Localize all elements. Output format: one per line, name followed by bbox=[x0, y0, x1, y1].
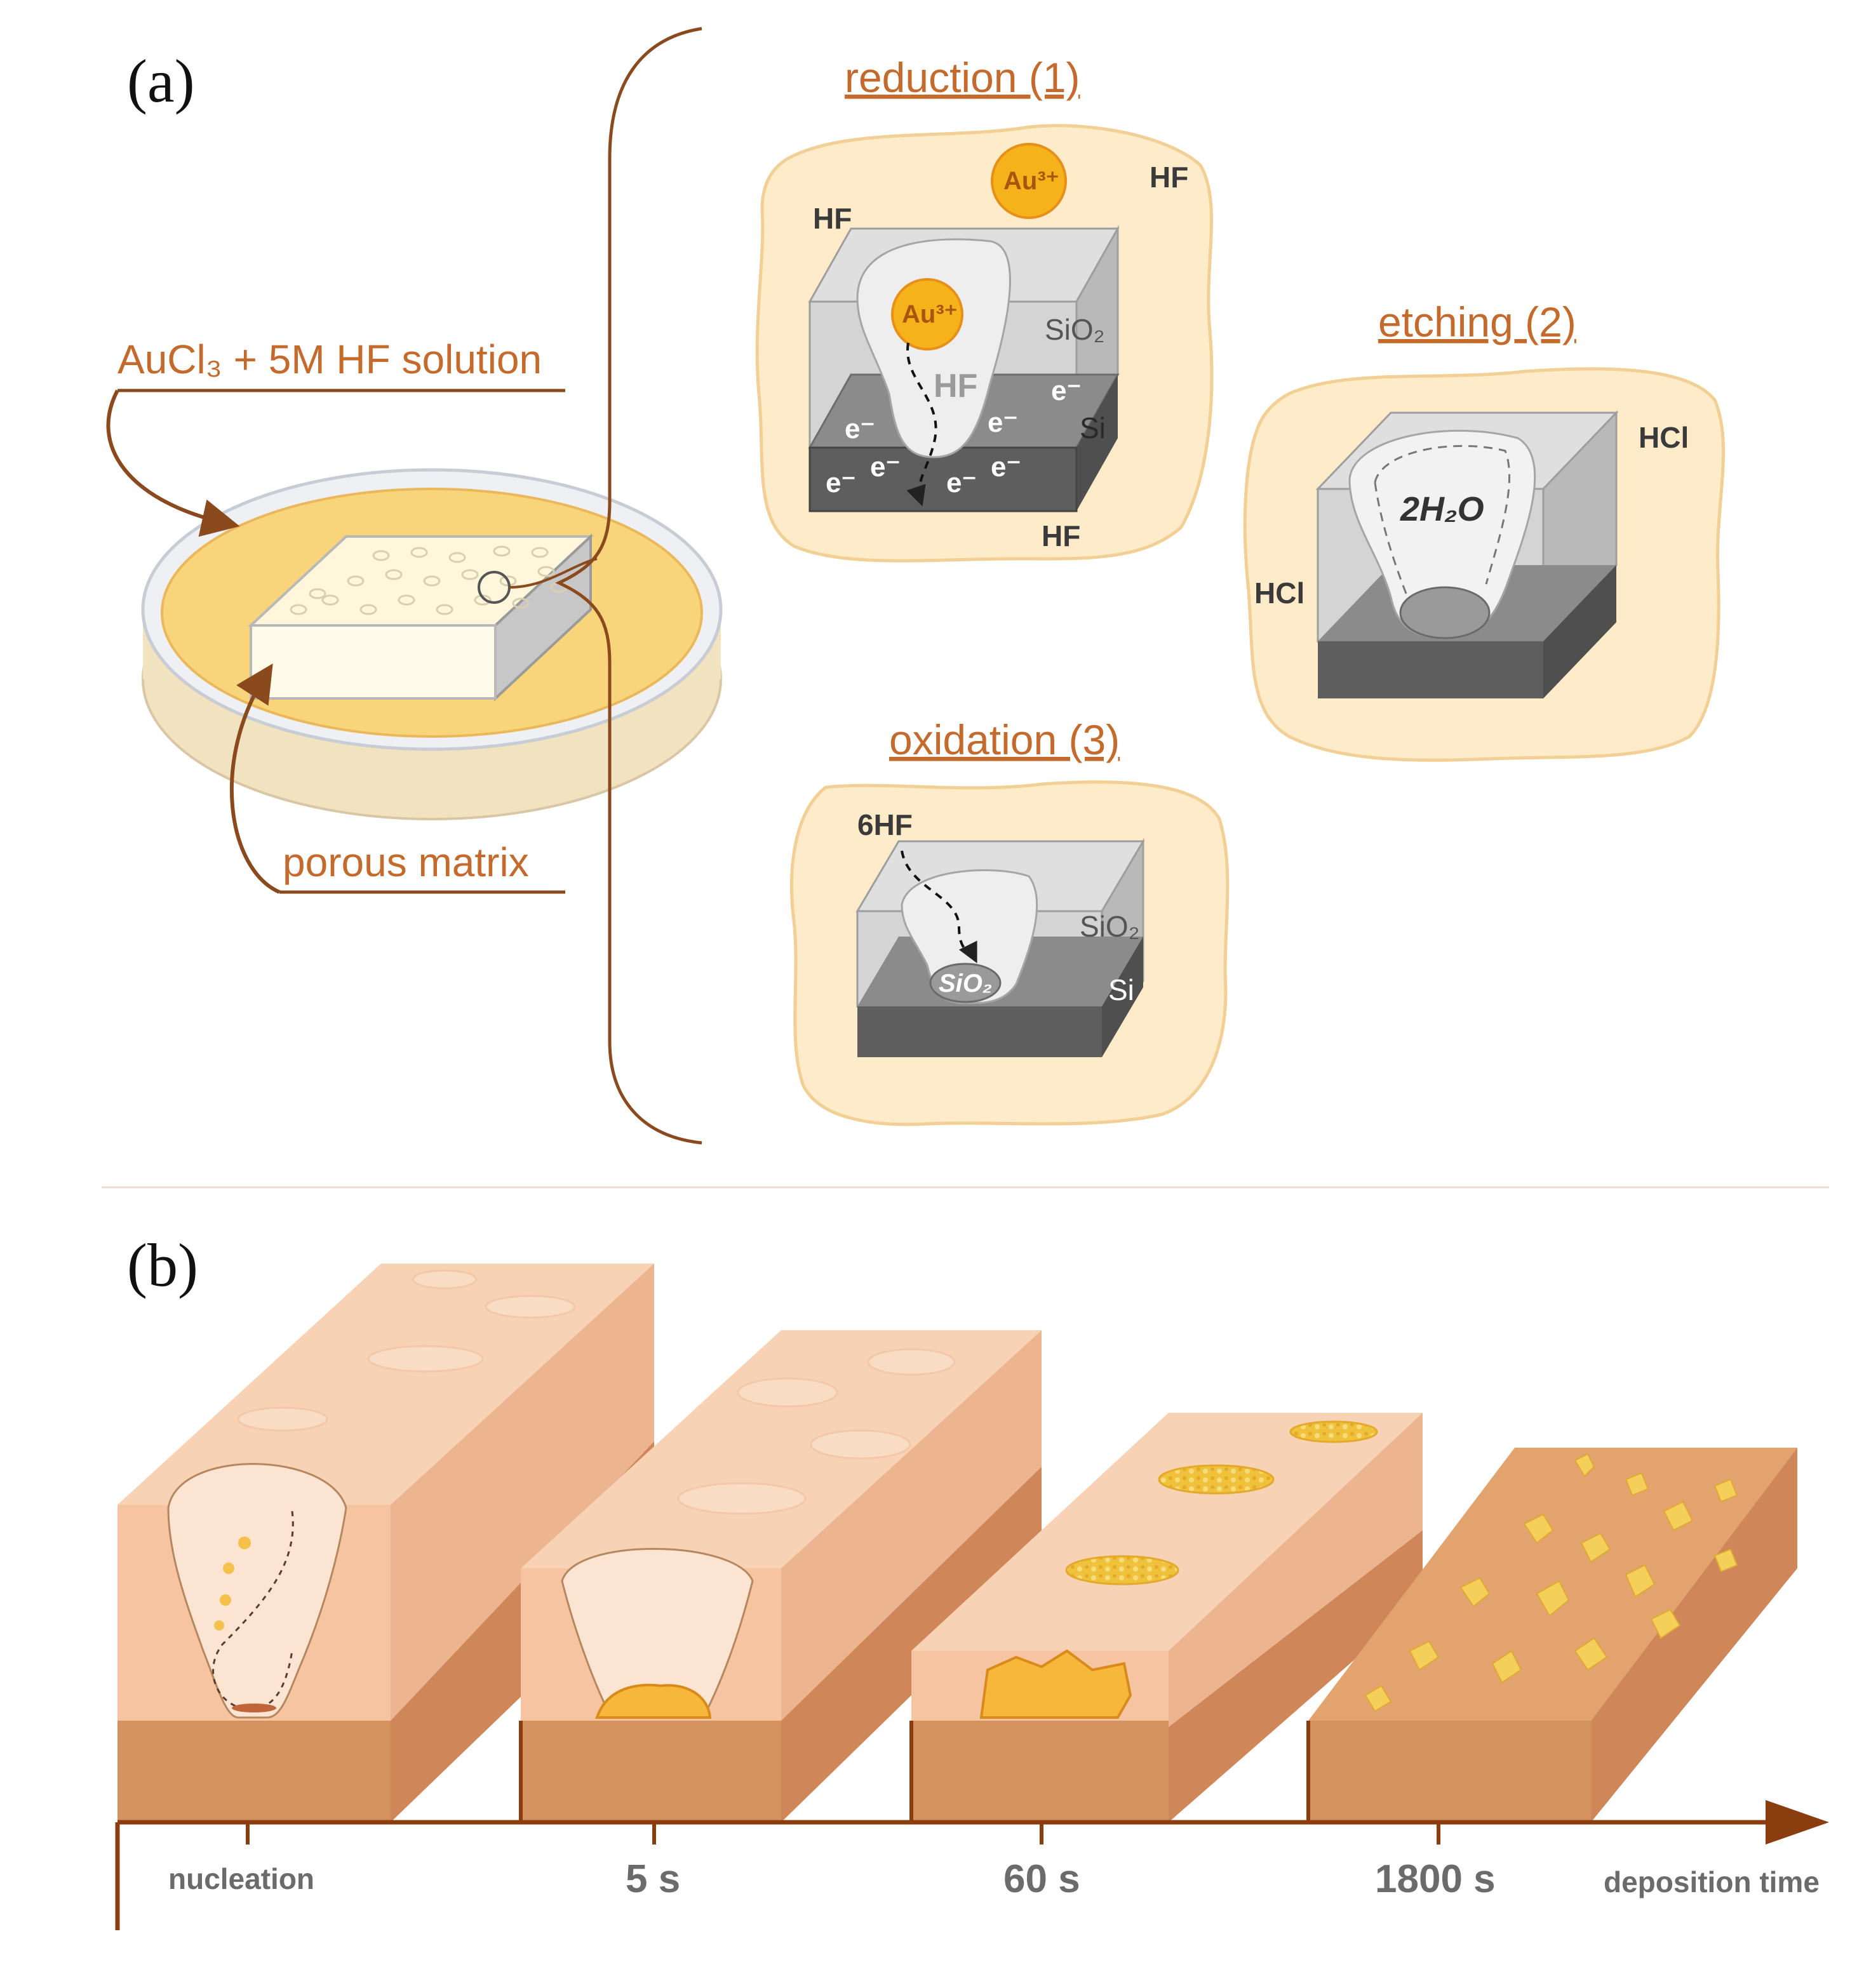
hcl-label-2: HCl bbox=[1254, 577, 1304, 610]
hf-label-1: HF bbox=[813, 202, 852, 235]
oxidation-pore bbox=[901, 869, 1038, 1004]
stage-label-60s: 60 s bbox=[1003, 1857, 1080, 1901]
water-label: 2H₂O bbox=[1400, 490, 1484, 528]
stage-block-60s bbox=[911, 1413, 1423, 1822]
stage-label-5s: 5 s bbox=[626, 1857, 680, 1901]
matrix-arrow-icon bbox=[229, 663, 281, 894]
au-ion-top-label: Au³⁺ bbox=[1003, 167, 1059, 195]
hf-label-3: HF bbox=[1042, 519, 1080, 552]
oxide-product-label: SiO₂ bbox=[939, 970, 992, 997]
reduction-title: reduction (1) bbox=[845, 54, 1080, 101]
nucleation-pore bbox=[167, 1463, 347, 1719]
stage-label-1800s: 1800 s bbox=[1375, 1857, 1496, 1901]
stage-block-5s bbox=[521, 1330, 1042, 1822]
solution-arrow-icon bbox=[106, 389, 240, 537]
etching-step: etching (2) HCl HCl 2H₂O bbox=[1243, 298, 1726, 762]
oxidation-path-icon bbox=[901, 850, 977, 964]
hf-pore-label: HF bbox=[934, 368, 977, 404]
5s-gold-deposit bbox=[595, 1683, 712, 1719]
nucleation-path-icon bbox=[212, 1511, 294, 1710]
matrix-label: porous matrix bbox=[283, 839, 529, 885]
au-ion-top-icon bbox=[991, 143, 1067, 219]
hf-label-2: HF bbox=[1150, 161, 1188, 194]
oxide-product-icon bbox=[929, 963, 1002, 1003]
au-ion-pore-label: Au³⁺ bbox=[902, 300, 958, 328]
ox-sio2-label: SiO₂ bbox=[1080, 910, 1140, 943]
ox-si-label: Si bbox=[1108, 973, 1134, 1006]
oxidation-title: oxidation (3) bbox=[889, 716, 1120, 763]
etching-title: etching (2) bbox=[1378, 298, 1576, 345]
porous-block bbox=[247, 533, 594, 702]
stage-block-1800s bbox=[1308, 1448, 1797, 1822]
time-axis-arrow-icon bbox=[1766, 1800, 1829, 1845]
60s-gold-flakes bbox=[979, 1649, 1132, 1719]
etching-dashed-outline bbox=[1374, 444, 1510, 604]
electron-5: e⁻ bbox=[870, 451, 901, 483]
5s-pore bbox=[561, 1547, 754, 1716]
oxidation-step: oxidation (3) 6HF SiO₂ SiO₂ Si bbox=[790, 716, 1230, 1126]
panel-b-label: (b) bbox=[127, 1231, 198, 1299]
time-axis bbox=[115, 1721, 1829, 1930]
au-ion-pore-icon bbox=[891, 278, 963, 350]
hcl-label-1: HCl bbox=[1639, 421, 1689, 454]
brace-icon bbox=[555, 27, 702, 1145]
sio2-label: SiO₂ bbox=[1045, 313, 1105, 346]
brace-link-line bbox=[509, 557, 598, 589]
axis-label-deposition-time: deposition time bbox=[1604, 1865, 1820, 1898]
reagent-label: 6HF bbox=[857, 808, 913, 841]
reduction-step: reduction (1) Au³⁺ HF HF HF Au³⁺ HF SiO₂… bbox=[755, 54, 1214, 563]
stage-block-nucleation bbox=[117, 1264, 654, 1822]
electron-4: e⁻ bbox=[826, 467, 856, 498]
electron-6: e⁻ bbox=[946, 467, 977, 498]
etching-residue bbox=[1399, 586, 1491, 639]
solution-label: AuCl₃ + 5M HF solution bbox=[117, 337, 542, 382]
si-label: Si bbox=[1080, 411, 1106, 444]
stage-label-nucleation: nucleation bbox=[168, 1862, 314, 1895]
electron-7: e⁻ bbox=[991, 451, 1021, 483]
electron-2: e⁻ bbox=[988, 407, 1018, 438]
electron-1: e⁻ bbox=[845, 413, 875, 444]
electron-path-icon bbox=[906, 342, 937, 507]
panel-a-label: (a) bbox=[127, 47, 195, 115]
etching-pore bbox=[1348, 429, 1536, 639]
electron-3: e⁻ bbox=[1051, 375, 1082, 406]
